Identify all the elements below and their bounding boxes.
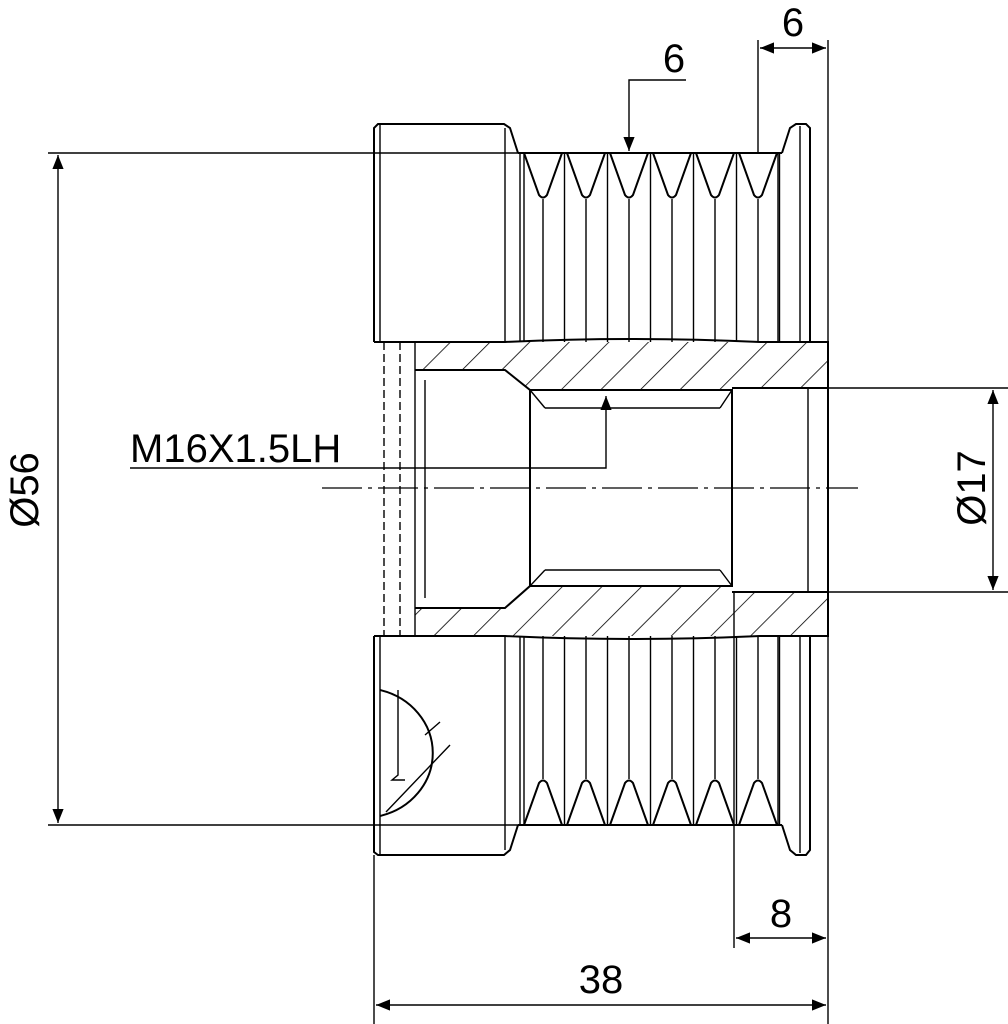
groove: [738, 152, 778, 199]
dimensions: Ø56 Ø17 38 8 6 6 M16X1.5LH: [3, 1, 1008, 1024]
dim-bore-depth: 8: [770, 892, 792, 936]
dim-thread: M16X1.5LH: [130, 427, 341, 471]
dim-total-length: 38: [579, 958, 624, 1002]
dim-groove-pitch: 6: [663, 37, 685, 81]
groove: [652, 152, 692, 199]
groove: [738, 779, 778, 826]
groove: [695, 152, 735, 199]
groove: [566, 779, 606, 826]
grooves: [523, 152, 781, 826]
flange: [518, 123, 811, 856]
groove: [523, 153, 779, 825]
dim-flange-width: 6: [782, 1, 804, 45]
dim-outer-diameter: Ø56: [3, 452, 47, 528]
groove: [609, 779, 649, 826]
cross-section: [374, 338, 829, 817]
hub: [373, 123, 521, 856]
dim-bore-diameter: Ø17: [950, 450, 994, 526]
groove: [566, 152, 606, 199]
groove: [523, 779, 563, 826]
groove: [695, 779, 735, 826]
groove: [652, 779, 692, 826]
groove: [523, 152, 563, 199]
groove: [609, 152, 649, 199]
